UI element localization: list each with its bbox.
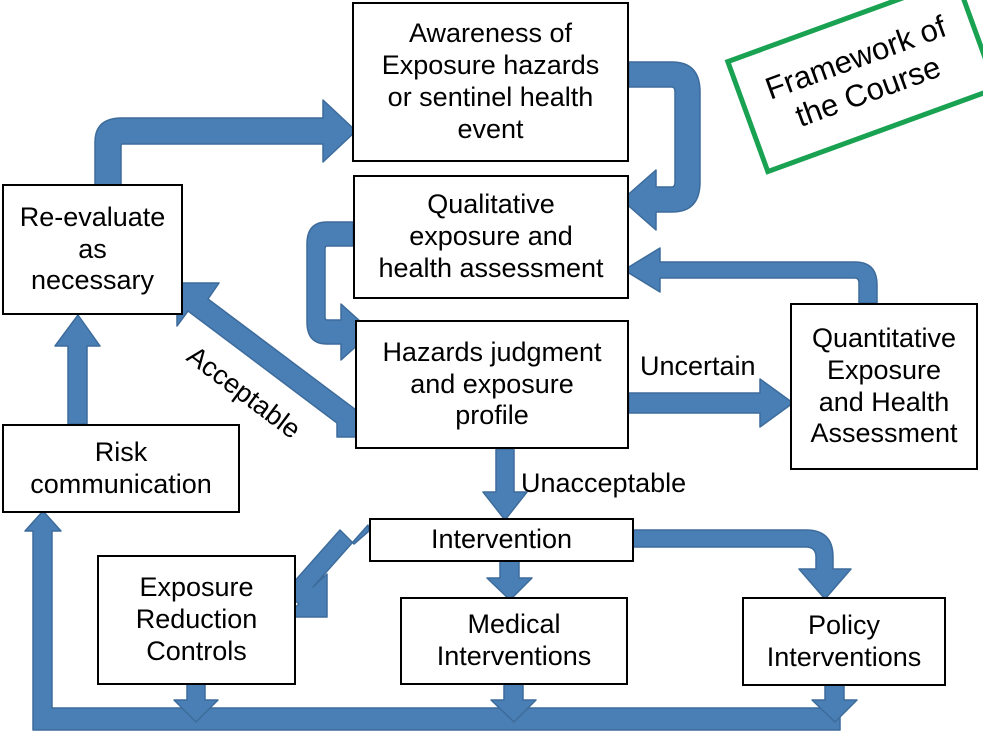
arrow-quantitative-to-qualitative [623, 247, 878, 304]
arrow-bottom-feedback-bar [24, 510, 841, 731]
node-intervention[interactable]: Intervention [369, 518, 634, 562]
node-reevaluate[interactable]: Re-evaluate as necessary [2, 184, 183, 315]
arrow-intervention-to-policy [632, 529, 852, 600]
node-risk-communication[interactable]: Risk communication [2, 424, 240, 513]
arrow-hazards-to-intervention [482, 448, 528, 521]
arrow-risk-to-reevaluate [54, 314, 101, 425]
arrow-intervention-to-medical [486, 560, 533, 601]
arrow-awareness-to-qualitative [621, 61, 701, 231]
arrow-policy-to-bottom-bar [811, 683, 858, 723]
node-medical-interventions[interactable]: Medical Interventions [400, 597, 628, 685]
node-awareness[interactable]: Awareness of Exposure hazards or sentine… [352, 2, 629, 162]
edge-label-unacceptable: Unacceptable [521, 468, 687, 498]
arrow-medical-to-bottom-bar [490, 683, 537, 723]
node-qualitative[interactable]: Qualitative exposure and health assessme… [353, 175, 629, 299]
node-hazards[interactable]: Hazards judgment and exposure profile [355, 320, 629, 449]
arrow-hazards-to-quantitative [628, 378, 794, 428]
edge-label-uncertain: Uncertain [640, 351, 756, 381]
node-policy-interventions[interactable]: Policy Interventions [742, 597, 946, 686]
node-exposure-reduction-controls[interactable]: Exposure Reduction Controls [97, 555, 296, 685]
arrow-exposure-to-bottom-bar [173, 683, 219, 723]
arrow-reevaluate-to-awareness [94, 99, 357, 186]
node-quantitative[interactable]: Quantitative Exposure and Health Assessm… [790, 303, 978, 470]
arrow-intervention-to-exposure [283, 524, 370, 618]
